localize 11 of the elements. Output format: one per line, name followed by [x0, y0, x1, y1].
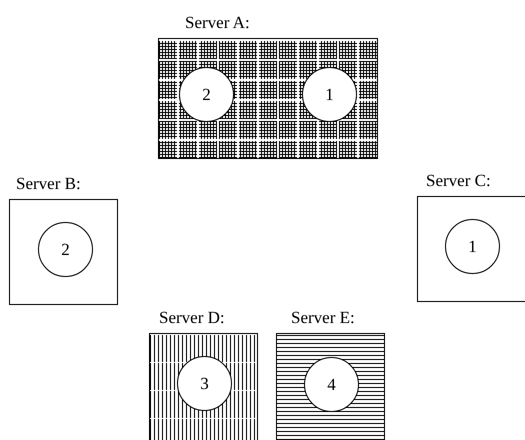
numbered-circle: 2: [179, 67, 234, 122]
numbered-circle: 3: [177, 356, 232, 411]
server-label: Server B:: [16, 174, 81, 194]
numbered-circle: 2: [38, 222, 93, 277]
server-label: Server D:: [159, 308, 225, 328]
server-label: Server E:: [291, 308, 355, 328]
numbered-circle: 4: [304, 357, 359, 412]
server-label: Server C:: [426, 171, 491, 191]
numbered-circle: 1: [302, 67, 357, 122]
server-label: Server A:: [185, 13, 250, 33]
numbered-circle: 1: [445, 219, 500, 274]
